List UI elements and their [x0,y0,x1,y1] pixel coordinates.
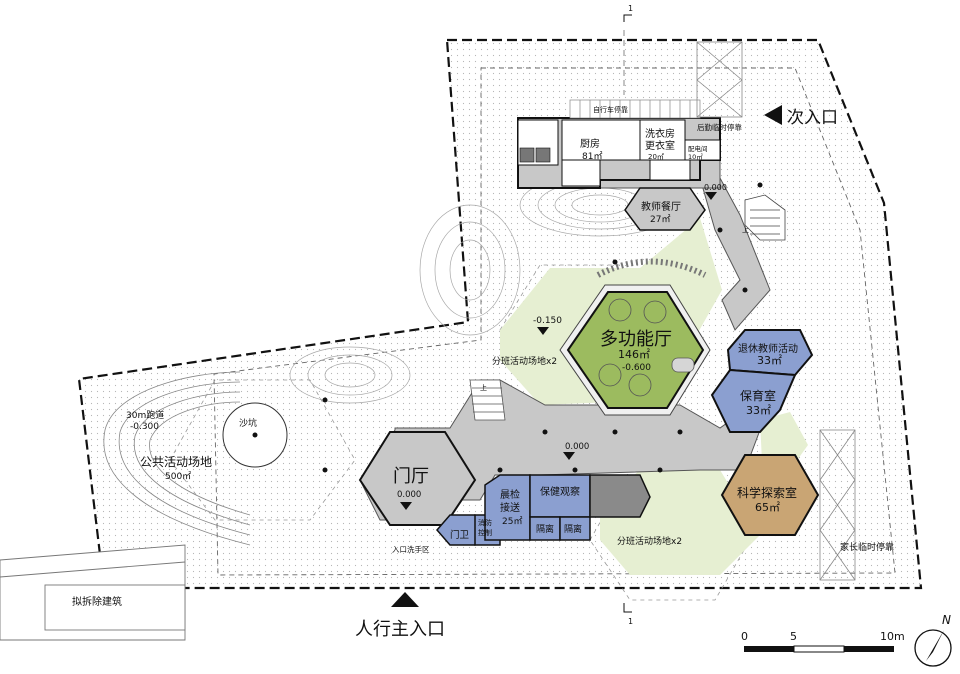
lobby [358,431,477,526]
multipurpose-level: -0.600 [622,363,651,373]
childcare-area: 33㎡ [746,404,771,417]
staff-dining-label: 教师餐厅 [641,200,681,213]
top-level: 0.000 [704,183,727,192]
morning-check-label-1: 晨检 [500,488,520,501]
parent-parking [819,429,856,581]
stair-up-label-1: 上 [742,225,749,234]
scale-bar [744,645,894,653]
setback-line [213,67,896,576]
stair-up-label-2: 上 [480,383,487,392]
science-area: 65㎡ [755,501,780,514]
track-label: 30m跑道 [126,409,164,421]
main-entrance-arrow [391,592,419,607]
running-track [103,371,251,546]
staff-dining-area: 27㎡ [650,214,670,225]
north-arrow-icon [914,629,952,667]
lobby-level: 0.000 [397,490,421,500]
kitchen-label: 厨房 [580,137,600,150]
corridor-level: 0.000 [565,442,589,452]
laundry-area: 20㎡ [648,153,664,161]
power-room-area: 10㎡ [688,152,703,161]
main-entrance-label: 人行主入口 [355,619,445,640]
section-mark-top: 1 [628,4,633,13]
morning-check-area: 25㎡ [502,516,522,527]
science-label: 科学探索室 [737,485,797,500]
demolish-label: 拟拆除建筑 [72,595,122,608]
guard-label: 门卫 [450,529,470,541]
existing-buildings [0,544,186,641]
multipurpose-area: 146㎡ [618,348,650,361]
lobby-stair [469,379,506,421]
multipurpose-hall [559,284,711,416]
public-play-label: 公共活动场地 [140,455,212,469]
bike-parking-label: 自行车停靠 [593,105,628,114]
childcare-label: 保育室 [740,388,776,403]
secondary-entrance-arrow [764,105,782,125]
staircase [744,194,786,241]
scale-label-5: 5 [790,630,797,643]
secondary-entrance-label: 次入口 [787,108,838,128]
morning-check-label-2: 接送 [500,501,520,514]
isolation-label-2: 隔离 [564,523,582,535]
scale-label-10: 10m [880,630,905,643]
level-triangles [400,192,717,510]
laundry-label-2: 更衣室 [645,139,675,152]
class-play-label-2: 分班活动场地x2 [617,535,682,547]
public-play-area: 500㎡ [165,471,191,482]
staff-dining [624,187,706,231]
isolation-label-1: 隔离 [536,523,554,535]
retired-teacher-area: 33㎡ [757,354,782,367]
bike-parking [569,99,701,119]
science-room [720,454,820,536]
logistics-parking-label: 后勤临时停靠 [697,122,742,132]
plaza-level: -0.150 [533,316,562,326]
parent-parking-label: 家长临时停靠 [840,541,894,553]
class-play-label-1: 分班活动场地x2 [492,355,557,367]
lobby-label: 门厅 [393,466,429,487]
power-room-label: 配电间 [688,144,708,153]
service-block [517,117,721,189]
section-mark-bottom: 1 [628,617,633,626]
multipurpose-label: 多功能厅 [600,329,672,350]
scale-label-0: 0 [741,630,748,643]
track-level: -0.300 [130,422,159,432]
logistics-parking [696,41,743,118]
level-markers [252,182,763,473]
section-marks [623,14,632,613]
childcare-room [710,368,797,433]
hand-wash-label: 入口洗手区 [392,544,430,554]
laundry-label-1: 洗衣房 [645,127,675,140]
fire-control-label-2: 控制 [478,528,492,537]
bottom-rooms [436,474,651,546]
health-obs-label: 保健观察 [540,485,580,498]
north-label: N [942,613,951,627]
text-labels: 次入口 人行主入口 拟拆除建筑 自行车停靠 后勤临时停靠 厨房 81㎡ 洗衣房 … [72,4,951,643]
retired-teacher-label: 退休教师活动 [738,342,798,355]
fire-control-label-1: 消防 [478,518,492,527]
kitchen-area: 81㎡ [582,151,602,162]
sandpit-label: 沙坑 [239,417,257,429]
